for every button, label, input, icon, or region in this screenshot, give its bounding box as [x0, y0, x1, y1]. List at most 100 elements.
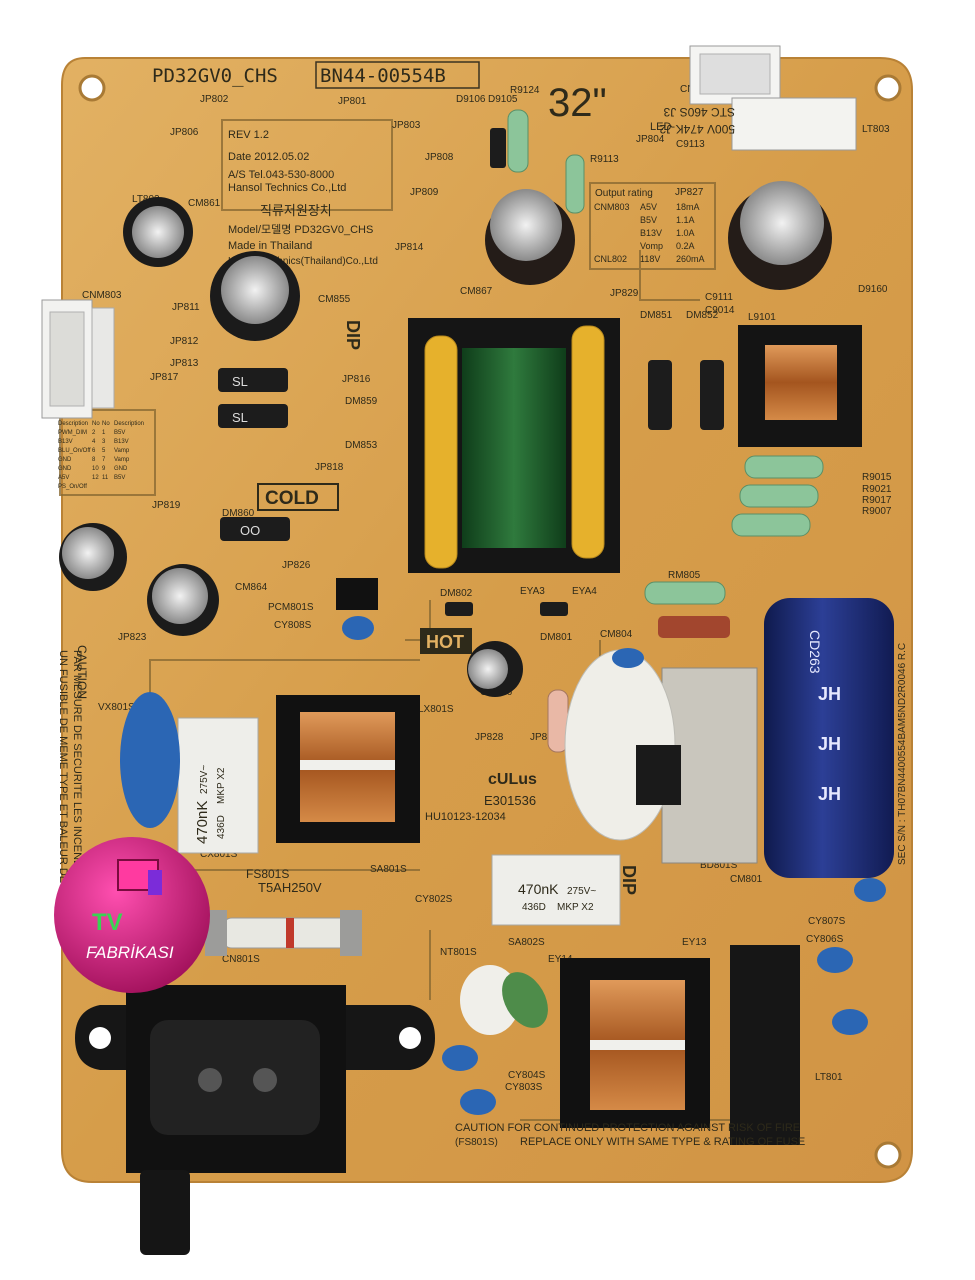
pin-table-cell: 11: [102, 475, 109, 481]
pin-table-cell: 6: [92, 448, 96, 454]
bulk-capacitor: CD263 JH JH JH: [764, 598, 894, 878]
ref-designator: BD801S: [700, 860, 738, 871]
pin-table-cell: 5: [102, 448, 106, 454]
ref-designator: D9105: [488, 94, 518, 105]
ref-designator: JP809: [410, 187, 439, 198]
ref-designator: SA801S: [370, 864, 407, 875]
ref-designator: R9015: [862, 472, 892, 483]
optocoupler: [336, 578, 378, 610]
output-rating-cell: 118V: [640, 254, 660, 264]
diodes: SL SL OO: [218, 128, 724, 616]
svg-text:직류저원장치: 직류저원장치: [260, 203, 332, 218]
ul-mark: cULus: [488, 771, 537, 788]
pin-table-cell: PS_On/Off: [58, 484, 87, 490]
svg-text:SL: SL: [232, 374, 248, 389]
cold-box: [257, 483, 339, 511]
pin-table-cell: 7: [102, 457, 106, 463]
svg-text:436D: 436D: [216, 815, 227, 839]
ul-number: E301536: [484, 793, 536, 808]
resistors: [507, 109, 824, 753]
ref-designator: JP811: [172, 302, 200, 313]
pin-table-cell: 1: [102, 430, 106, 436]
ref-designator: CY804S: [508, 1070, 546, 1081]
green-varistor: [502, 972, 548, 1028]
ref-designator: CM804: [600, 629, 633, 640]
svg-text:Hansol Technics(Thailand)Co.,L: Hansol Technics(Thailand)Co.,Ltd: [228, 256, 378, 267]
ref-designator: R9124: [510, 85, 540, 96]
size-label: 32": [548, 81, 607, 125]
svg-text:436D: 436D: [522, 902, 546, 913]
ref-designator: JP801: [338, 96, 367, 107]
svg-text:OO: OO: [240, 523, 260, 538]
pin-table-cell: 3: [102, 439, 106, 445]
svg-text:470nK: 470nK: [518, 881, 559, 897]
svg-text:TV: TV: [92, 909, 123, 936]
main-transformer: [408, 318, 620, 573]
ref-designator: VX801S: [98, 702, 135, 713]
pin-table-header: No: [102, 421, 110, 427]
ref-designator: JP817: [150, 372, 179, 383]
fuse: [205, 910, 362, 956]
x-capacitor-1: 470nK 275V~ 436D MKP X2: [177, 717, 259, 854]
pin-table-cell: 4: [92, 439, 96, 445]
output-rating-cell: CNL802: [594, 254, 627, 264]
ref-designator: EYA3: [520, 586, 545, 597]
ref-designator: CY806S: [806, 934, 844, 945]
ref-designator: JP823: [118, 632, 147, 643]
svg-text:STC 460S J3: STC 460S J3: [663, 105, 735, 119]
pin-table-cell: Vamp: [114, 448, 130, 454]
ref-designator: CY803S: [505, 1082, 543, 1093]
pin-table-cell: 12: [92, 475, 99, 481]
output-rating-cell: 1.0A: [676, 228, 695, 238]
mount-hole: [874, 1141, 902, 1169]
ref-designator: CNM803: [82, 290, 122, 301]
ref-designator: PCM801S: [268, 602, 314, 613]
output-rating-cell: 0.2A: [676, 241, 695, 251]
caution-en-2: REPLACE ONLY WITH SAME TYPE & RATING OF …: [520, 1136, 805, 1148]
svg-text:MKP X2: MKP X2: [557, 902, 594, 913]
hot-box: [420, 628, 472, 654]
svg-text:500V 474K J2: 500V 474K J2: [659, 122, 735, 136]
ref-designator: L9101: [748, 312, 776, 323]
part-number-box: [315, 61, 480, 89]
ref-designator: CM801: [730, 874, 763, 885]
caution-fr-1: PAR MESURE DE SECURITE LES INCENDIES: [71, 650, 83, 886]
ref-designator: JP804: [636, 134, 665, 145]
ref-designator: LX801S: [418, 704, 454, 715]
ref-designator: C9113: [676, 139, 705, 150]
ref-designator: NT801S: [440, 947, 477, 958]
ref-designator: CY802S: [415, 894, 453, 905]
ref-designator: JP803: [392, 120, 421, 131]
output-rating-cell: CNM803: [594, 202, 630, 212]
ref-designator: JP802: [200, 94, 229, 105]
kc-code: HU10123-12034: [425, 811, 506, 823]
cold-label: COLD: [265, 488, 319, 509]
ac-inlet: [75, 985, 435, 1255]
pin-table-header: No: [92, 421, 100, 427]
ref-designator: DM852: [686, 310, 719, 321]
y-cap-blue-large: [120, 692, 180, 828]
pin-table-cell: 8: [92, 457, 96, 463]
svg-text:REV 1.2: REV 1.2: [228, 129, 269, 141]
output-rating-cell: B13V: [640, 228, 662, 238]
ref-designator: JP814: [395, 242, 424, 253]
model-code: PD32GV0_CHS: [152, 65, 278, 87]
output-rating-cell: A5V: [640, 202, 657, 212]
pin-table-header: Description: [114, 421, 144, 427]
pin-table-header: Description: [58, 421, 88, 427]
ref-designator: JP828: [475, 732, 504, 743]
ref-designator: R9021: [862, 484, 892, 495]
y-capacitors: [342, 616, 886, 1115]
mount-hole: [874, 74, 902, 102]
svg-text:275V~: 275V~: [199, 765, 210, 794]
output-rating-cell: 1.1A: [676, 215, 695, 225]
ref-designator: JP818: [315, 462, 344, 473]
mosfet: [636, 745, 681, 805]
mount-hole: [78, 74, 106, 102]
ref-designator: JP819: [152, 500, 181, 511]
svg-text:Date 2012.05.02: Date 2012.05.02: [228, 151, 309, 163]
line-filter-choke-1: [276, 695, 420, 843]
ref-designator: D9160: [858, 284, 888, 295]
